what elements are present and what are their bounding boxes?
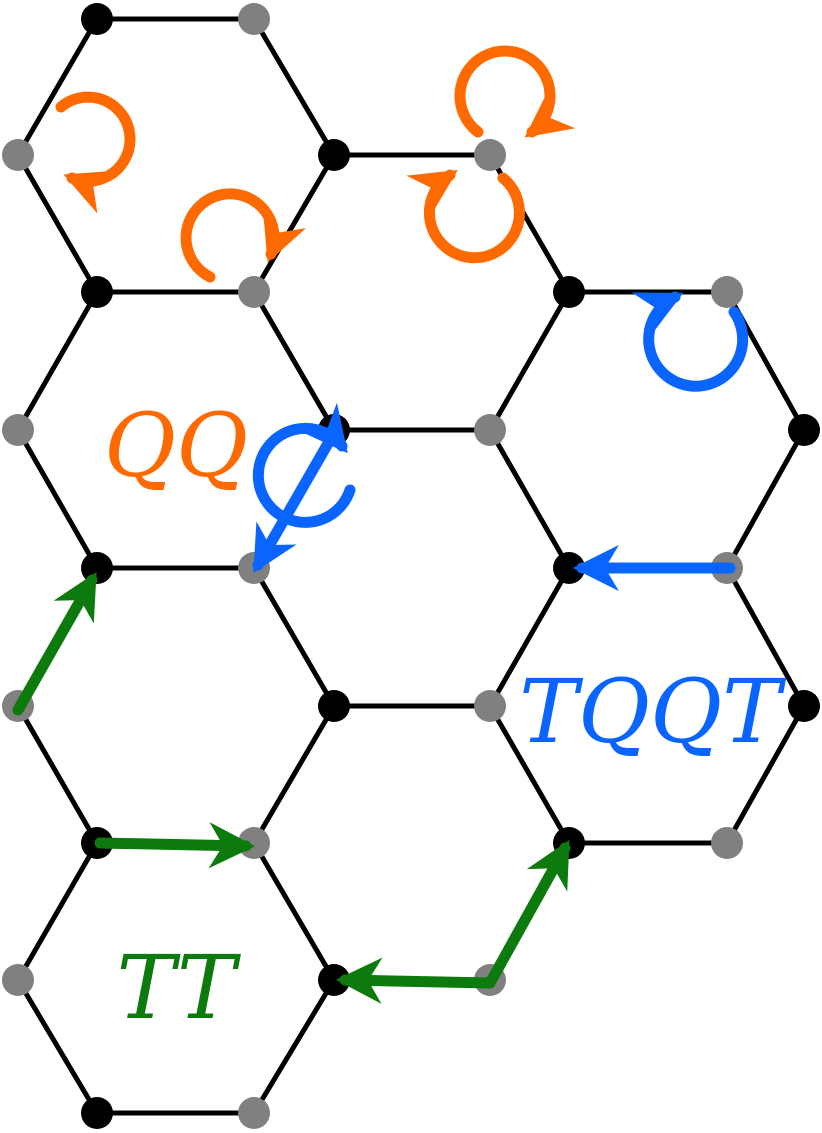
lattice-edge: [487, 289, 572, 433]
orange-loop-arrow: [55, 91, 136, 214]
gray-node: [238, 1097, 270, 1129]
green-straight-arrow: [335, 957, 496, 1004]
lattice-edge: [251, 840, 337, 983]
lattice-edge: [724, 565, 807, 709]
lattice-edge: [15, 840, 100, 983]
lattice-edge: [15, 977, 100, 1116]
black-node: [788, 414, 820, 446]
black-node: [553, 276, 585, 308]
gray-node: [474, 414, 506, 446]
lattice-edge: [15, 427, 100, 571]
gray-node: [711, 827, 743, 859]
green-arrows: [12, 571, 571, 1004]
lattice-edge: [251, 565, 337, 709]
lattice-edge: [251, 977, 337, 1116]
lattice-edge: [15, 152, 100, 295]
blue-arrows: [252, 291, 749, 592]
gray-node: [711, 276, 743, 308]
orange-loop-arrow: [406, 169, 525, 264]
black-node: [81, 1097, 113, 1129]
lattice-edge: [15, 289, 100, 433]
green-straight-arrow: [94, 822, 256, 869]
gray-node: [2, 414, 34, 446]
black-node: [81, 276, 113, 308]
lattice-edge: [487, 565, 572, 709]
gray-node: [2, 139, 34, 171]
gray-node: [238, 3, 270, 35]
black-node: [318, 139, 350, 171]
orange-loops: [55, 45, 576, 283]
green-straight-arrow: [12, 571, 98, 716]
gray-node: [238, 276, 270, 308]
lattice-edge: [15, 16, 100, 158]
lattice-edge: [487, 427, 572, 571]
blue-straight-arrow: [252, 434, 336, 574]
lattice-edge: [724, 427, 807, 571]
qq-label: QQ: [104, 394, 248, 497]
lattice-edge: [15, 703, 100, 846]
tqqt-label: TQQT: [519, 660, 787, 763]
blue-loop-arrow: [631, 291, 749, 392]
lattice-edge: [724, 703, 807, 846]
orange-loop-arrow: [454, 45, 576, 138]
black-node: [318, 690, 350, 722]
blue-loop-arrow: [252, 402, 356, 528]
lattice-edge: [251, 703, 337, 846]
tt-label: TT: [116, 936, 241, 1039]
gray-node: [2, 964, 34, 996]
orange-loop-arrow: [180, 188, 306, 283]
lattice-edge: [487, 703, 572, 846]
green-straight-arrow: [484, 839, 571, 989]
gray-node: [474, 690, 506, 722]
black-node: [81, 3, 113, 35]
black-node: [788, 690, 820, 722]
lattice-edge: [251, 289, 337, 433]
gray-node: [474, 139, 506, 171]
lattice-edge: [251, 16, 337, 158]
